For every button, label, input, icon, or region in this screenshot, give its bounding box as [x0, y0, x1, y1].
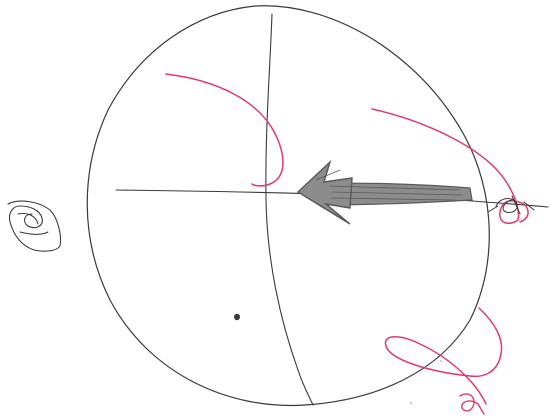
ink-dot — [234, 314, 240, 320]
